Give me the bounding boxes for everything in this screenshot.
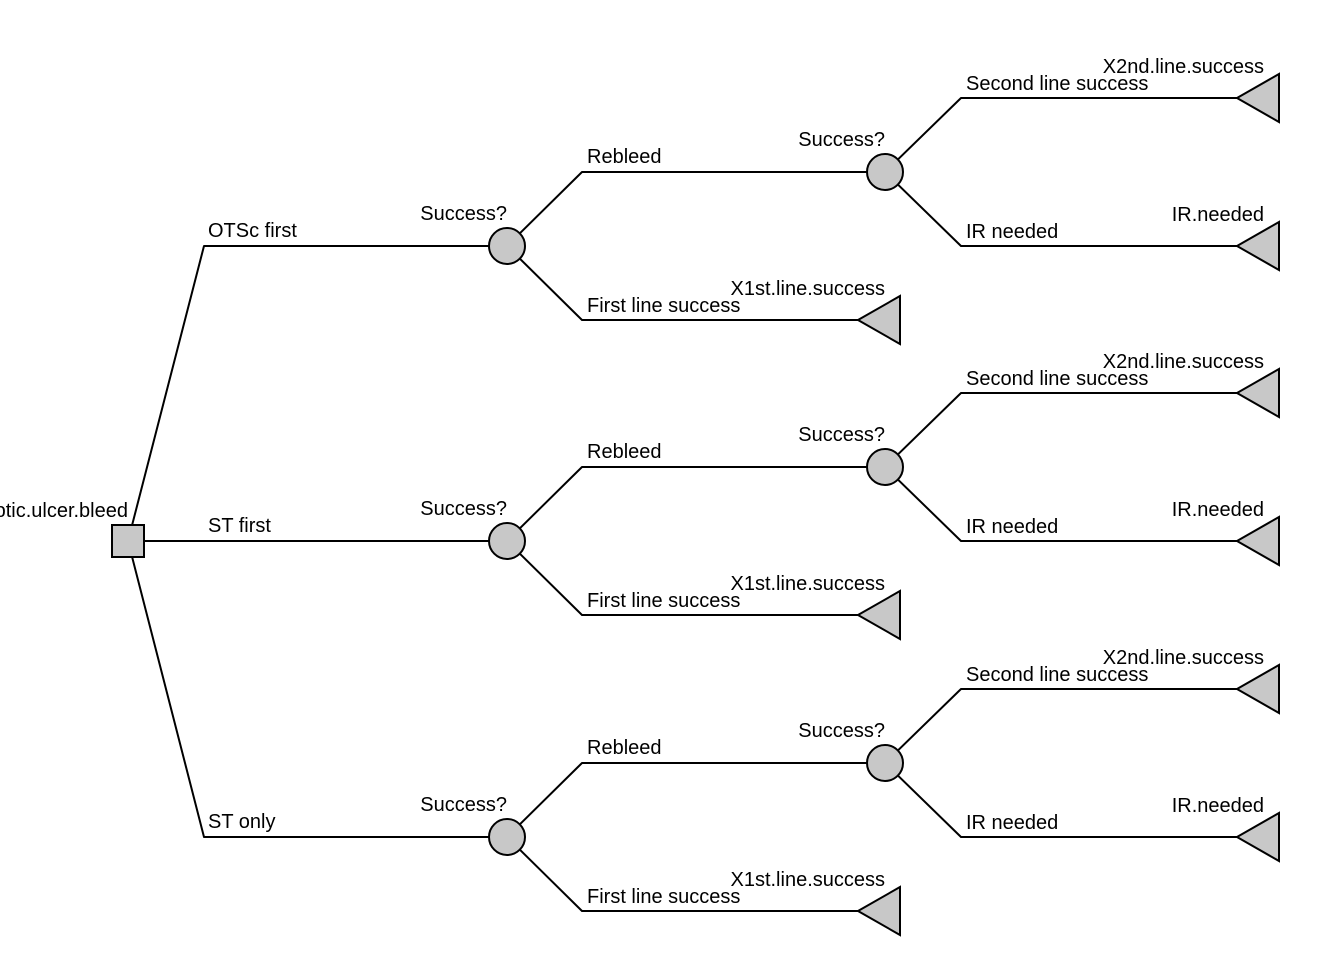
- first-line-terminal: [855, 294, 901, 346]
- ir-terminal: [1234, 220, 1280, 272]
- ir-terminal-label: IR.needed: [1172, 499, 1264, 521]
- chance-node: [866, 448, 904, 486]
- chance-node: [488, 227, 526, 265]
- second-line-branch: [884, 97, 1237, 173]
- first-line-branch: [506, 836, 858, 912]
- chance-label: Success?: [420, 498, 507, 520]
- rebleed-branch: [506, 762, 885, 838]
- decision-node: [111, 524, 145, 558]
- strategy-branch: [127, 540, 507, 838]
- ir-branch: [884, 762, 1237, 838]
- ir-label: IR needed: [966, 812, 1058, 834]
- ir-terminal: [1234, 515, 1280, 567]
- second-line-label: Second line success: [966, 73, 1148, 95]
- ir-label: IR needed: [966, 516, 1058, 538]
- first-line-terminal: [855, 885, 901, 937]
- ir-branch: [884, 171, 1237, 247]
- rebleed-label: Rebleed: [587, 737, 662, 759]
- strategy-label: ST only: [208, 811, 275, 833]
- first-line-terminal: [855, 589, 901, 641]
- first-line-label: First line success: [587, 590, 740, 612]
- chance-label: Success?: [798, 129, 885, 151]
- rebleed-branch: [506, 171, 885, 247]
- first-line-terminal-label: X1st.line.success: [730, 278, 885, 300]
- chance-node: [866, 153, 904, 191]
- rebleed-label: Rebleed: [587, 146, 662, 168]
- chance-label: Success?: [798, 720, 885, 742]
- second-line-branch: [884, 688, 1237, 764]
- chance-node: [488, 522, 526, 560]
- chance-label: Success?: [420, 203, 507, 225]
- second-line-terminal-label: X2nd.line.success: [1103, 647, 1264, 669]
- chance-label: Success?: [798, 424, 885, 446]
- first-line-branch: [506, 540, 858, 616]
- ir-terminal: [1234, 811, 1280, 863]
- ir-branch: [884, 466, 1237, 542]
- chance-node: [866, 744, 904, 782]
- second-line-label: Second line success: [966, 368, 1148, 390]
- second-line-terminal-label: X2nd.line.success: [1103, 351, 1264, 373]
- chance-node: [488, 818, 526, 856]
- first-line-label: First line success: [587, 886, 740, 908]
- first-line-terminal-label: X1st.line.success: [730, 869, 885, 891]
- second-line-label: Second line success: [966, 664, 1148, 686]
- rebleed-branch: [506, 466, 885, 542]
- rebleed-label: Rebleed: [587, 441, 662, 463]
- first-line-branch: [506, 245, 858, 321]
- second-line-terminal: [1234, 367, 1280, 419]
- ir-terminal-label: IR.needed: [1172, 795, 1264, 817]
- second-line-terminal-label: X2nd.line.success: [1103, 56, 1264, 78]
- strategy-label: OTSc first: [208, 220, 297, 242]
- ir-label: IR needed: [966, 221, 1058, 243]
- first-line-terminal-label: X1st.line.success: [730, 573, 885, 595]
- second-line-terminal: [1234, 72, 1280, 124]
- second-line-terminal: [1234, 663, 1280, 715]
- ir-terminal-label: IR.needed: [1172, 204, 1264, 226]
- chance-label: Success?: [420, 794, 507, 816]
- root-label: Peptic.ulcer.bleed: [0, 500, 128, 522]
- second-line-branch: [884, 392, 1237, 468]
- strategy-label: ST first: [208, 515, 271, 537]
- strategy-branch: [127, 245, 507, 542]
- first-line-label: First line success: [587, 295, 740, 317]
